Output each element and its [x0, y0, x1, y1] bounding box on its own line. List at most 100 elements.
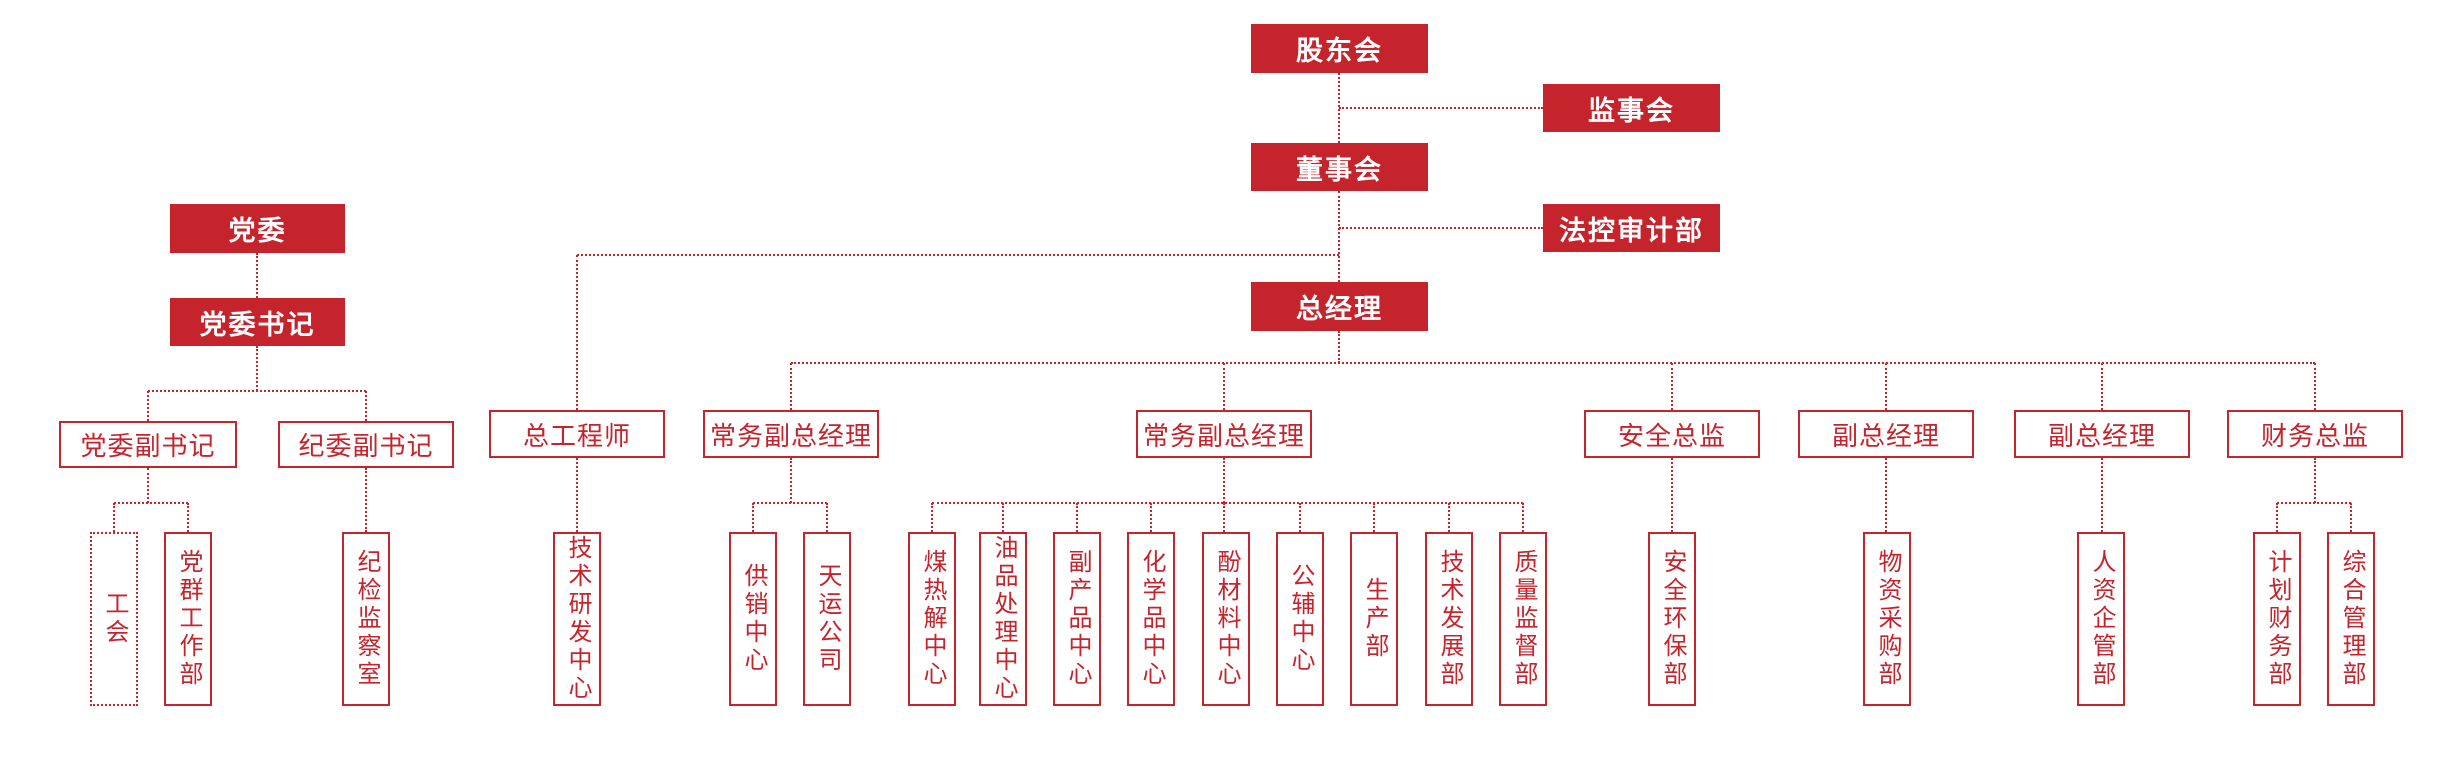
- connector-line-34: [1150, 503, 1152, 532]
- party-committee-secretary-label: 党委书记: [199, 309, 316, 340]
- party-committee-secretary: 党委书记: [170, 298, 345, 346]
- shareholders-meeting-label: 股东会: [1296, 36, 1383, 66]
- connector-line-24: [2314, 363, 2316, 410]
- board-of-directors-label: 董事会: [1296, 154, 1383, 185]
- chemicals-center-label: 化学品中心: [1138, 549, 1165, 689]
- tianyun-company-label: 天运公司: [814, 563, 841, 675]
- party-committee: 党委: [170, 204, 345, 253]
- quality-supervision-dept-label: 质量监督部: [1510, 549, 1537, 689]
- hr-enterprise-mgmt-dept: 人资企管部: [2077, 532, 2125, 706]
- connector-line-33: [1076, 503, 1078, 532]
- connector-line-30: [932, 502, 1523, 504]
- oil-processing-center-label: 油品处理中心: [990, 535, 1017, 703]
- general-manager: 总经理: [1251, 282, 1428, 331]
- connector-line-43: [2314, 458, 2316, 503]
- connector-line-45: [2276, 503, 2278, 532]
- deputy-gm-1: 副总经理: [1798, 410, 1974, 458]
- legal-control-audit-dept-label: 法控审计部: [1559, 215, 1704, 246]
- connector-line-21: [1671, 363, 1673, 410]
- connector-line-42: [2101, 458, 2103, 532]
- connector-line-35: [1223, 503, 1225, 532]
- connector-line-32: [1002, 503, 1004, 532]
- supervisory-board: 监事会: [1543, 84, 1720, 132]
- connector-line-1: [1339, 107, 1543, 109]
- connector-line-2: [1338, 191, 1340, 282]
- chief-engineer-label: 总工程师: [522, 420, 631, 451]
- connector-line-29: [1223, 458, 1225, 503]
- deputy-gm-1-label: 副总经理: [1831, 420, 1940, 451]
- tech-development-dept-label: 技术发展部: [1436, 549, 1463, 689]
- connector-line-16: [365, 468, 367, 532]
- connector-line-13: [114, 502, 188, 504]
- tech-development-dept: 技术发展部: [1425, 532, 1473, 706]
- executive-deputy-gm-1: 常务副总经理: [703, 410, 879, 458]
- connector-line-39: [1522, 503, 1524, 532]
- supervisory-board-label: 监事会: [1588, 95, 1675, 126]
- connector-line-25: [790, 458, 792, 503]
- connector-line-14: [113, 503, 115, 532]
- deputy-discipline-secretary-label: 纪委副书记: [298, 431, 434, 461]
- deputy-party-secretary-label: 党委副书记: [80, 431, 216, 461]
- oil-processing-center: 油品处理中心: [979, 532, 1027, 706]
- coal-pyrolysis-center-label: 煤热解中心: [919, 549, 946, 689]
- connector-line-18: [791, 362, 2315, 364]
- executive-deputy-gm-1-label: 常务副总经理: [709, 420, 872, 451]
- connector-line-15: [187, 503, 189, 532]
- executive-deputy-gm-2-label: 常务副总经理: [1142, 420, 1305, 451]
- party-committee-label: 党委: [228, 216, 287, 246]
- party-mass-work-dept-label: 党群工作部: [175, 549, 202, 689]
- connector-line-26: [753, 502, 827, 504]
- deputy-gm-2: 副总经理: [2014, 410, 2190, 458]
- connector-line-41: [1885, 458, 1887, 532]
- connector-line-4: [577, 254, 1339, 256]
- connector-line-31: [931, 503, 933, 532]
- byproduct-center: 副产品中心: [1053, 532, 1101, 706]
- phenol-materials-center: 酚材料中心: [1202, 532, 1250, 706]
- connector-line-10: [147, 391, 149, 421]
- coal-pyrolysis-center: 煤热解中心: [908, 532, 956, 706]
- legal-control-audit-dept: 法控审计部: [1543, 204, 1720, 252]
- utilities-center-label: 公辅中心: [1287, 563, 1314, 675]
- labor-union: 工会: [90, 532, 138, 706]
- shareholders-meeting: 股东会: [1251, 24, 1428, 73]
- connector-line-38: [1448, 503, 1450, 532]
- connector-line-9: [148, 390, 366, 392]
- connector-line-46: [2350, 503, 2352, 532]
- connector-line-5: [576, 255, 578, 410]
- connector-line-8: [256, 346, 258, 391]
- finance-director-label: 财务总监: [2260, 420, 2369, 451]
- connector-line-19: [790, 363, 792, 410]
- deputy-party-secretary: 党委副书记: [59, 421, 237, 468]
- chief-engineer: 总工程师: [489, 410, 665, 458]
- deputy-gm-2-label: 副总经理: [2047, 420, 2156, 451]
- labor-union-label: 工会: [101, 591, 128, 647]
- discipline-inspection-office: 纪检监察室: [342, 532, 390, 706]
- finance-director: 财务总监: [2227, 410, 2403, 458]
- general-mgmt-dept: 综合管理部: [2327, 532, 2375, 706]
- connector-line-28: [826, 503, 828, 532]
- connector-line-36: [1299, 503, 1301, 532]
- materials-procurement-dept: 物资采购部: [1863, 532, 1911, 706]
- safety-environment-dept-label: 安全环保部: [1659, 549, 1686, 689]
- connector-line-17: [1338, 331, 1340, 363]
- general-mgmt-dept-label: 综合管理部: [2338, 549, 2365, 689]
- party-mass-work-dept: 党群工作部: [164, 532, 212, 706]
- production-dept: 生产部: [1350, 532, 1398, 706]
- planning-finance-dept-label: 计划财务部: [2264, 549, 2291, 689]
- board-of-directors: 董事会: [1251, 143, 1428, 191]
- connector-line-22: [1885, 363, 1887, 410]
- connector-line-11: [365, 391, 367, 421]
- tech-rd-center-label: 技术研发中心: [564, 535, 591, 703]
- deputy-discipline-secretary: 纪委副书记: [278, 421, 454, 468]
- general-manager-label: 总经理: [1296, 294, 1383, 324]
- materials-procurement-dept-label: 物资采购部: [1874, 549, 1901, 689]
- planning-finance-dept: 计划财务部: [2253, 532, 2301, 706]
- connector-line-40: [1671, 458, 1673, 532]
- connector-line-6: [576, 458, 578, 532]
- quality-supervision-dept: 质量监督部: [1499, 532, 1547, 706]
- connector-line-23: [2101, 363, 2103, 410]
- tianyun-company: 天运公司: [803, 532, 851, 706]
- hr-enterprise-mgmt-dept-label: 人资企管部: [2088, 549, 2115, 689]
- executive-deputy-gm-2: 常务副总经理: [1136, 410, 1312, 458]
